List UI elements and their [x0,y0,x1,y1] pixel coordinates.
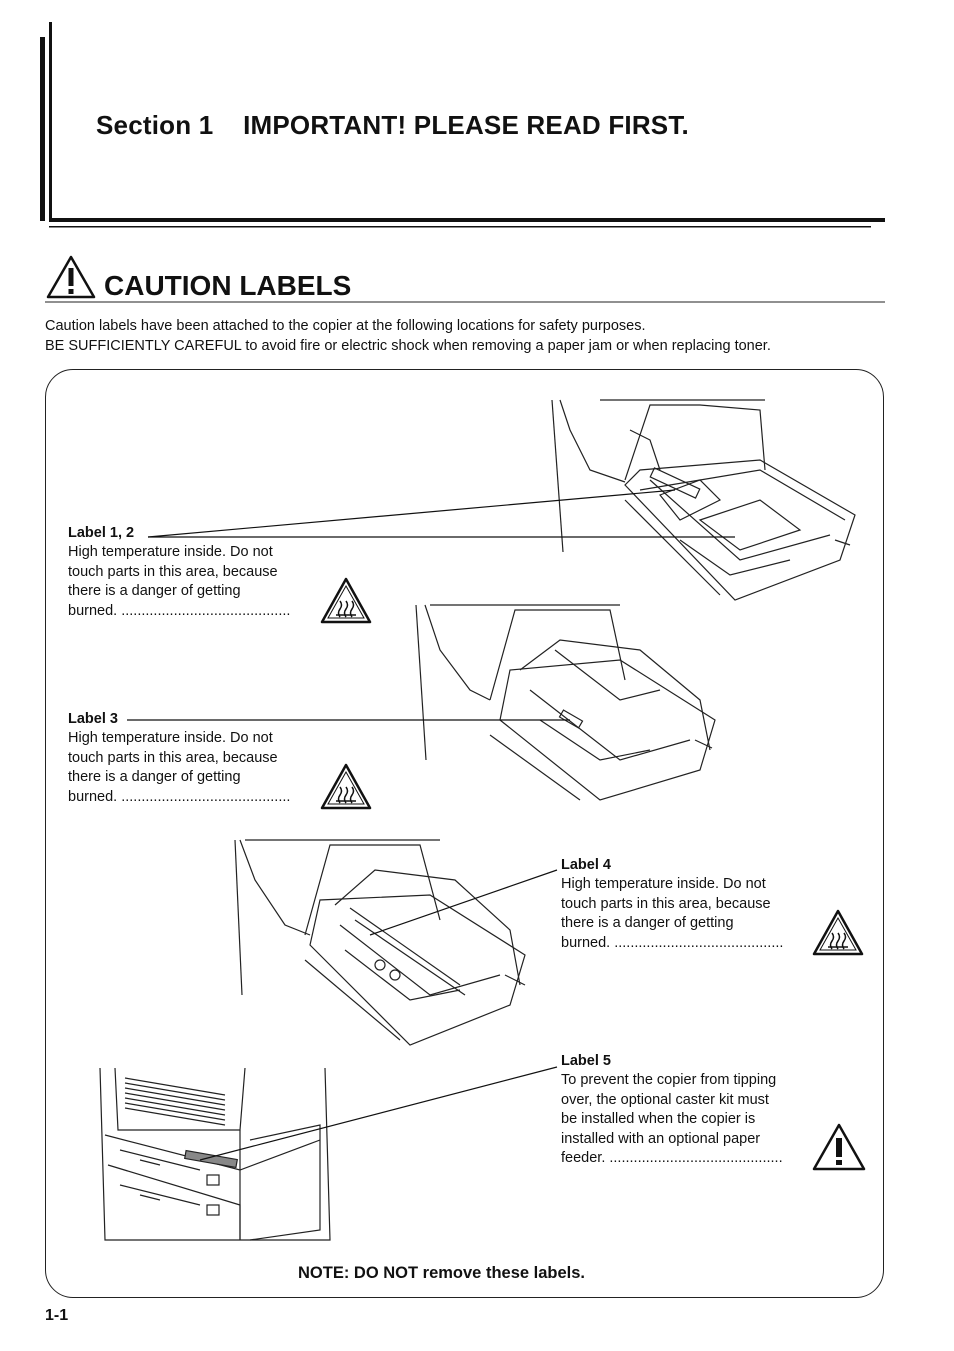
copier-illustration-2 [415,604,716,801]
copier-illustration-4 [99,1067,331,1241]
label-line: burned. ................................… [68,788,291,805]
intro-line-1: Caution labels have been attached to the… [45,318,646,334]
hot-surface-icon [812,909,864,956]
label-line: To prevent the copier from tipping [561,1072,777,1089]
label-line: feeder. ................................… [561,1150,783,1167]
page-number: 1-1 [45,1307,69,1324]
label-line: over, the optional caster kit must [561,1091,769,1108]
label-line: there is a danger of getting [68,583,241,600]
note-text: NOTE: DO NOT remove these labels. [298,1264,585,1282]
label-line: installed with an optional paper [561,1130,761,1147]
label-5-text: Label 5 To prevent the copier from tippi… [561,1052,783,1168]
label-1-2-text: Label 1, 2 High temperature inside. Do n… [68,524,290,621]
hot-surface-icon [320,577,372,624]
label-line: burned. ................................… [68,602,291,619]
hot-surface-icon [320,763,372,810]
label-line: High temperature inside. Do not [68,730,273,747]
label-3-text: Label 3 High temperature inside. Do not … [68,710,290,807]
label-title: Label 5 [561,1053,611,1069]
label-line: there is a danger of getting [561,915,734,932]
exclamation-warning-icon [812,1123,866,1171]
intro-line-2: BE SUFFICIENTLY CAREFUL to avoid fire or… [45,338,771,354]
copier-illustration-1 [551,399,856,601]
label-line: High temperature inside. Do not [68,544,273,561]
label-title: Label 4 [561,857,611,873]
label-title: Label 3 [68,711,118,727]
label-line: touch parts in this area, because [68,749,278,766]
label-line: be installed when the copier is [561,1111,756,1128]
labels-panel [45,369,884,1298]
caution-heading: CAUTION LABELS [104,270,352,301]
label-line: burned. ................................… [561,934,784,951]
label-title: Label 1, 2 [68,525,135,541]
label-line: High temperature inside. Do not [561,876,766,893]
label-4-text: Label 4 High temperature inside. Do not … [561,856,783,953]
label-line: touch parts in this area, because [561,895,771,912]
section-title: Section 1 IMPORTANT! PLEASE READ FIRST. [96,110,689,140]
label-line: touch parts in this area, because [68,563,278,580]
label-line: there is a danger of getting [68,769,241,786]
copier-illustration-3 [234,839,526,1046]
caution-warning-icon [46,255,96,299]
